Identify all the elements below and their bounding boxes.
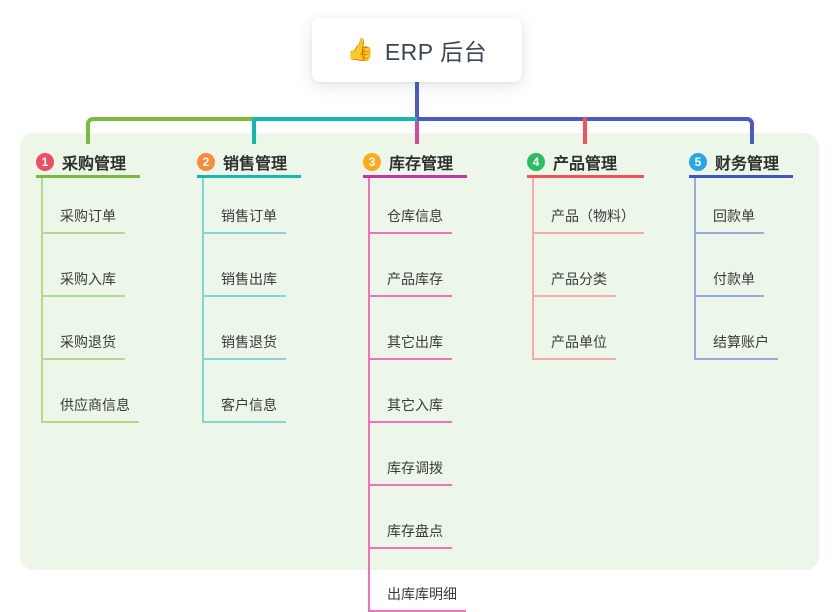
branch-finance-label: 财务管理 (715, 155, 780, 173)
badge-5: 5 (689, 152, 707, 171)
badge-4: 4 (527, 152, 545, 171)
branch-sales-node[interactable]: 2 销售管理 (197, 148, 301, 178)
branch-product-node[interactable]: 4 产品管理 (527, 148, 644, 178)
connector-branch2-elbow (252, 117, 418, 144)
branch-sales-children: 销售订单 销售出库 销售退货 客户信息 (202, 178, 301, 423)
branch-inventory-node[interactable]: 3 库存管理 (363, 148, 467, 178)
node-supplier-info[interactable]: 供应商信息 (43, 360, 139, 423)
node-sales-order[interactable]: 销售订单 (204, 178, 286, 234)
node-sales-outbound[interactable]: 销售出库 (204, 234, 286, 297)
branch-purchase: 1 采购管理 采购订单 采购入库 采购退货 供应商信息 (36, 148, 140, 423)
node-sales-return[interactable]: 销售退货 (204, 297, 286, 360)
branch-product-label: 产品管理 (553, 155, 618, 173)
connector-branch1-elbow (86, 117, 252, 144)
branch-sales: 2 销售管理 销售订单 销售出库 销售退货 客户信息 (197, 148, 301, 423)
branch-inventory: 3 库存管理 仓库信息 产品库存 其它出库 其它入库 库存调拨 库存盘点 出库库… (363, 148, 467, 612)
branches-panel (20, 133, 819, 570)
node-customer-info[interactable]: 客户信息 (204, 360, 286, 423)
branch-inventory-children: 仓库信息 产品库存 其它出库 其它入库 库存调拨 库存盘点 出库库明细 (368, 178, 467, 612)
root-node-erp[interactable]: 👍 ERP 后台 (312, 18, 522, 82)
node-other-inbound[interactable]: 其它入库 (370, 360, 452, 423)
connector-root-line (415, 82, 419, 121)
node-warehouse-info[interactable]: 仓库信息 (370, 178, 452, 234)
mindmap-canvas: 👍 ERP 后台 1 采购管理 采购订单 采购入库 采购退货 供应商信息 2 销… (20, 18, 819, 612)
node-other-outbound[interactable]: 其它出库 (370, 297, 452, 360)
branch-sales-label: 销售管理 (223, 155, 288, 173)
node-payment-voucher[interactable]: 付款单 (696, 234, 764, 297)
connector-branch3-drop (415, 121, 419, 144)
branch-product: 4 产品管理 产品（物料） 产品分类 产品单位 (527, 148, 644, 360)
node-purchase-order[interactable]: 采购订单 (43, 178, 125, 234)
branch-product-children: 产品（物料） 产品分类 产品单位 (532, 178, 644, 360)
branch-finance: 5 财务管理 回款单 付款单 结算账户 (689, 148, 793, 360)
thumbs-up-icon: 👍 (346, 37, 375, 62)
node-stock-transfer[interactable]: 库存调拨 (370, 423, 452, 486)
connector-branch4-drop (583, 117, 587, 144)
branch-inventory-label: 库存管理 (389, 155, 454, 173)
branch-finance-node[interactable]: 5 财务管理 (689, 148, 793, 178)
node-receipt-voucher[interactable]: 回款单 (696, 178, 764, 234)
badge-3: 3 (363, 152, 381, 171)
node-product-unit[interactable]: 产品单位 (534, 297, 616, 360)
node-product-material[interactable]: 产品（物料） (534, 178, 644, 234)
branch-purchase-label: 采购管理 (62, 155, 127, 173)
branch-purchase-node[interactable]: 1 采购管理 (36, 148, 140, 178)
root-node-label: ERP 后台 (384, 39, 488, 65)
node-outbound-detail[interactable]: 出库库明细 (370, 549, 466, 612)
node-product-stock[interactable]: 产品库存 (370, 234, 452, 297)
node-purchase-return[interactable]: 采购退货 (43, 297, 125, 360)
branch-finance-children: 回款单 付款单 结算账户 (694, 178, 793, 360)
node-stock-count[interactable]: 库存盘点 (370, 486, 452, 549)
node-product-category[interactable]: 产品分类 (534, 234, 616, 297)
badge-1: 1 (36, 152, 54, 171)
badge-2: 2 (197, 152, 215, 171)
node-purchase-inbound[interactable]: 采购入库 (43, 234, 125, 297)
branch-purchase-children: 采购订单 采购入库 采购退货 供应商信息 (41, 178, 140, 423)
node-settlement-account[interactable]: 结算账户 (696, 297, 778, 360)
